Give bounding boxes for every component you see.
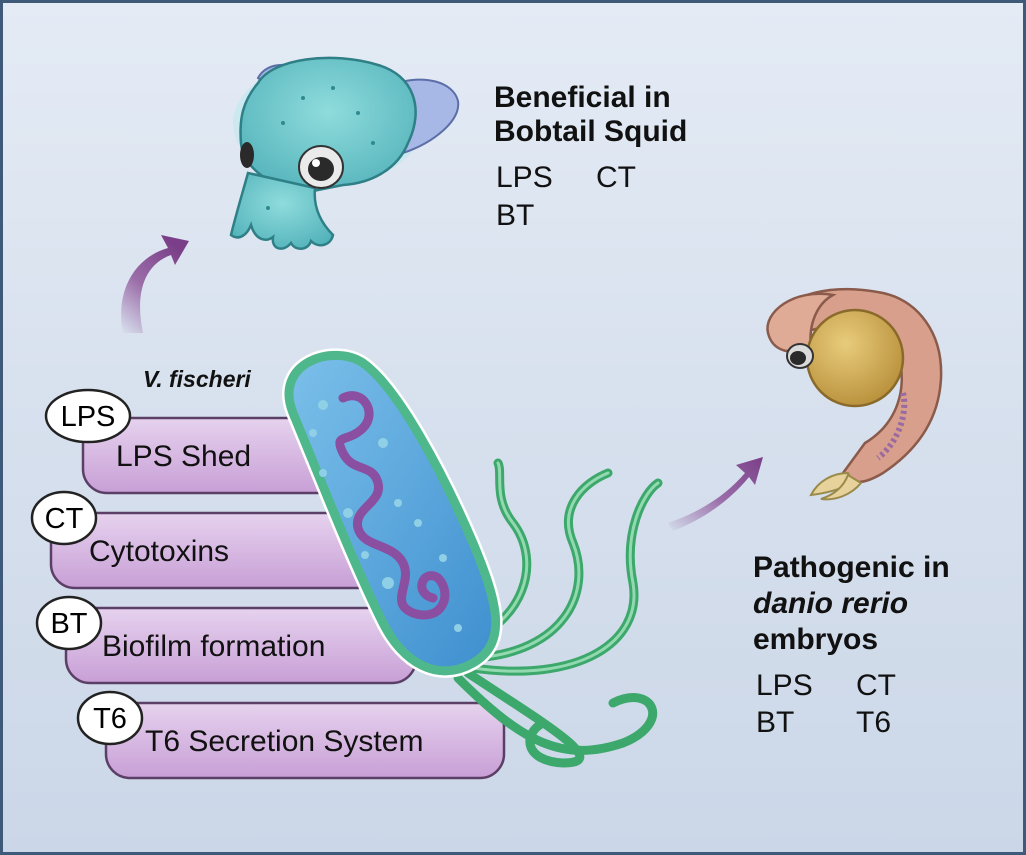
badge-ct: CT bbox=[30, 490, 98, 546]
species-label: V. fischeri bbox=[143, 366, 251, 392]
zebrafish-factor-lps: LPS bbox=[756, 669, 813, 702]
squid-heading-line1: Beneficial in bbox=[494, 81, 671, 114]
zebrafish-heading-line2: danio rerio bbox=[753, 587, 909, 620]
badge-lps: LPS bbox=[44, 388, 132, 444]
bar-label-t6ss: T6 Secretion System bbox=[145, 725, 424, 758]
zebrafish-embryo-illustration bbox=[766, 287, 943, 501]
illustration-layer: LPS CT BT T6 bbox=[30, 56, 943, 780]
bar-label-cytotoxins: Cytotoxins bbox=[89, 535, 230, 568]
arrow-to-embryo bbox=[668, 457, 763, 531]
squid-factor-bt: BT bbox=[496, 199, 535, 232]
badge-bt: BT bbox=[35, 595, 103, 651]
bar-label-lps-shed: LPS Shed bbox=[116, 440, 252, 473]
zebrafish-heading-line1: Pathogenic in bbox=[753, 551, 950, 584]
squid-factor-lps: LPS bbox=[496, 161, 553, 194]
bobtail-squid-illustration bbox=[229, 56, 460, 250]
zebrafish-factor-t6: T6 bbox=[856, 706, 892, 739]
zebrafish-factor-bt: BT bbox=[756, 706, 795, 739]
badge-t6: T6 bbox=[76, 690, 144, 746]
virulence-bar-shapes bbox=[49, 416, 506, 780]
squid-heading-line2: Bobtail Squid bbox=[494, 115, 688, 148]
dna-strand bbox=[335, 391, 450, 620]
badge-bt-text: BT bbox=[50, 608, 87, 640]
badge-ct-text: CT bbox=[45, 503, 84, 535]
bar-label-biofilm: Biofilm formation bbox=[102, 630, 326, 663]
bacterium-cell bbox=[282, 348, 503, 678]
badge-lps-text: LPS bbox=[61, 401, 116, 433]
arrow-to-squid bbox=[121, 235, 189, 333]
zebrafish-heading-line3: embryos bbox=[753, 623, 879, 656]
squid-factor-ct: CT bbox=[596, 161, 636, 194]
badge-t6-text: T6 bbox=[93, 703, 127, 735]
zebrafish-factor-ct: CT bbox=[856, 669, 896, 702]
